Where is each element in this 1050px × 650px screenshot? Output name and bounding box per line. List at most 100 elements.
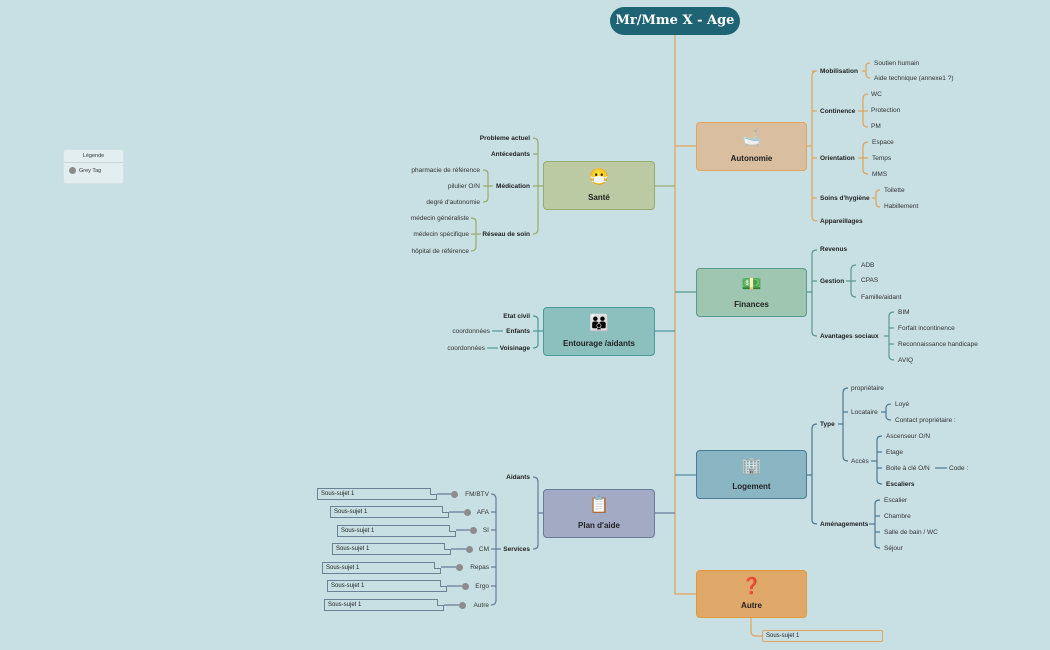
subtopic-type[interactable]: Type: [820, 421, 835, 428]
service-item[interactable]: AFA: [476, 509, 489, 516]
grey-tag-icon: [456, 564, 463, 571]
family-icon: 👪: [589, 315, 609, 332]
subtopic-avantages[interactable]: Avantages sociaux: [820, 333, 879, 340]
leaf-coordonnees-voisinage[interactable]: coordonnées: [447, 345, 485, 352]
face-icon: 😷: [589, 169, 609, 186]
service-subtopic[interactable]: Sous-sujet 1: [337, 525, 456, 537]
service-subtopic[interactable]: Sous-sujet 1: [317, 488, 437, 500]
bath-icon: 🛁: [741, 130, 762, 147]
service-item[interactable]: SI: [482, 527, 489, 534]
subtopic-appareillages[interactable]: Appareillages: [820, 218, 863, 225]
topic-logement[interactable]: 🏢 Logement: [696, 450, 807, 499]
leaf-wc[interactable]: WC: [871, 91, 882, 98]
subtopic-gestion[interactable]: Gestion: [820, 278, 845, 285]
leaf-temps[interactable]: Temps: [872, 155, 892, 162]
autre-subtopic[interactable]: Sous-sujet 1: [762, 630, 883, 642]
leaf-soutien[interactable]: Soutien humain: [874, 60, 920, 67]
leaf-code[interactable]: Code :: [949, 465, 969, 472]
leaf-contact[interactable]: Contact propriétaire :: [895, 417, 956, 424]
leaf-escaliers[interactable]: Escaliers: [886, 481, 915, 488]
leaf-habillement[interactable]: Habillement: [884, 203, 919, 210]
root-topic[interactable]: Mr/Mme X - Age: [610, 7, 740, 35]
leaf-aide-technique[interactable]: Aide technique (annexe1 ?): [874, 75, 954, 82]
leaf-aviq[interactable]: AVIQ: [898, 357, 914, 364]
leaf-escalier[interactable]: Escalier: [884, 497, 908, 504]
subtopic-voisinage[interactable]: Voisinage: [499, 345, 530, 352]
leaf-proprietaire[interactable]: propriétaire: [851, 385, 884, 392]
service-subtopic[interactable]: Sous-sujet 1: [330, 506, 449, 518]
topic-sante[interactable]: 😷 Santé: [543, 161, 655, 210]
service-item[interactable]: CM: [478, 546, 489, 553]
leaf-hopital[interactable]: hôpital de référence: [411, 248, 469, 255]
service-item[interactable]: Repas: [470, 564, 489, 571]
question-icon: ❓: [741, 578, 762, 595]
leaf-espace[interactable]: Espace: [872, 139, 894, 146]
subtopic-enfants[interactable]: Enfants: [506, 328, 530, 335]
legend-title: Légende: [64, 150, 123, 163]
subtopic-soins[interactable]: Soins d'hygiène: [820, 195, 870, 202]
leaf-locataire[interactable]: Locataire: [851, 409, 878, 416]
subtopic-aidants[interactable]: Aidants: [506, 474, 530, 481]
leaf-pm[interactable]: PM: [871, 123, 881, 130]
service-item[interactable]: Autre: [473, 602, 489, 609]
leaf-coordonnees-enfants[interactable]: coordonnées: [452, 328, 490, 335]
subtopic-etat-civil[interactable]: Etat civil: [503, 313, 530, 320]
leaf-ascenseur[interactable]: Ascenseur O/N: [886, 433, 931, 440]
subtopic-revenus[interactable]: Revenus: [820, 246, 848, 253]
leaf-medecin-g[interactable]: médecin généraliste: [410, 215, 469, 222]
leaf-reconnaissance[interactable]: Reconnaissance handicape: [898, 341, 978, 348]
grey-tag-icon: [69, 167, 76, 174]
subtopic-continence[interactable]: Continence: [820, 108, 856, 115]
subtopic-services[interactable]: Services: [503, 546, 530, 553]
subtopic-orientation[interactable]: Orientation: [820, 155, 855, 162]
leaf-pharmacie[interactable]: pharmacie de référence: [411, 167, 480, 174]
leaf-famille[interactable]: Famille/aidant: [861, 294, 902, 301]
leaf-sejour[interactable]: Séjour: [884, 545, 903, 552]
grey-tag-icon: [451, 491, 458, 498]
leaf-sdb[interactable]: Salle de bain / WC: [884, 529, 938, 536]
grey-tag-icon: [466, 546, 473, 553]
service-subtopic[interactable]: Sous-sujet 1: [322, 562, 441, 574]
subtopic-reseau[interactable]: Réseau de soin: [482, 231, 530, 238]
topic-entourage[interactable]: 👪 Entourage /aidants: [543, 307, 655, 356]
leaf-adb[interactable]: ADB: [861, 262, 875, 269]
checklist-icon: 📋: [589, 497, 609, 514]
grey-tag-icon: [470, 527, 477, 534]
leaf-bim[interactable]: BIM: [898, 309, 910, 316]
leaf-boite[interactable]: Boite à clé O/N: [886, 465, 930, 472]
legend-item: Grey Tag: [64, 163, 123, 174]
service-item[interactable]: Ergo: [475, 583, 489, 590]
service-subtopic[interactable]: Sous-sujet 1: [324, 599, 444, 611]
leaf-mms[interactable]: MMS: [872, 171, 888, 178]
leaf-pilulier[interactable]: pilulier O/N: [447, 183, 480, 190]
grey-tag-icon: [462, 583, 469, 590]
building-icon: 🏢: [741, 458, 762, 475]
topic-autonomie[interactable]: 🛁 Autonomie: [696, 122, 807, 171]
grey-tag-icon: [464, 509, 471, 516]
leaf-protection[interactable]: Protection: [871, 107, 901, 114]
leaf-acces[interactable]: Accès: [851, 458, 869, 465]
topic-finances[interactable]: 💵 Finances: [696, 268, 807, 317]
leaf-etage[interactable]: Etage: [886, 449, 903, 456]
topic-autre[interactable]: ❓ Autre: [696, 570, 807, 618]
service-subtopic[interactable]: Sous-sujet 1: [332, 543, 451, 555]
legend: Légende Grey Tag: [63, 149, 124, 184]
subtopic-antecedants[interactable]: Antécedants: [490, 151, 530, 158]
leaf-cpas[interactable]: CPAS: [861, 277, 879, 284]
grey-tag-icon: [459, 602, 466, 609]
service-item[interactable]: FM/BTV: [465, 491, 489, 498]
leaf-toilette[interactable]: Toilette: [884, 187, 905, 194]
service-subtopic[interactable]: Sous-sujet 1: [327, 580, 447, 592]
leaf-loye[interactable]: Loyé: [895, 401, 910, 408]
leaf-medecin-s[interactable]: médecin spécifique: [413, 231, 469, 238]
subtopic-probleme[interactable]: Probleme actuel: [479, 135, 530, 142]
subtopic-medication[interactable]: Médication: [496, 183, 530, 190]
leaf-chambre[interactable]: Chambre: [884, 513, 911, 520]
leaf-degre[interactable]: degré d'autonomie: [426, 199, 480, 206]
leaf-forfait[interactable]: Forfait incontinence: [898, 325, 955, 332]
subtopic-amenagements[interactable]: Aménagements: [820, 521, 869, 528]
subtopic-mobilisation[interactable]: Mobilisation: [820, 68, 858, 75]
topic-plan-aide[interactable]: 📋 Plan d'aide: [543, 489, 655, 538]
money-icon: 💵: [741, 276, 762, 293]
